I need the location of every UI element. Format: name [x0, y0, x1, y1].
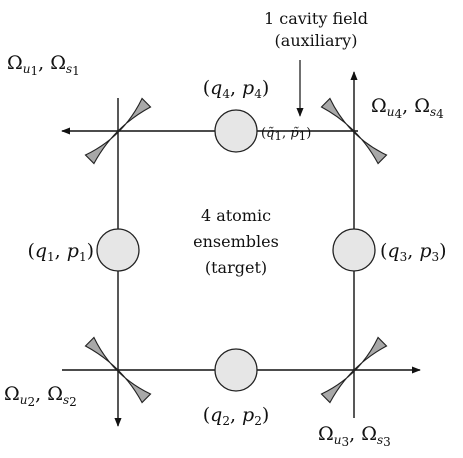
cavity-mode-label: (q̃1, p̃1)	[261, 126, 311, 143]
mirror-top-right	[320, 97, 388, 165]
center-label-line2: ensembles	[193, 232, 279, 251]
ensemble-label-right: (q3, p3)	[380, 240, 447, 264]
center-label-line1: 4 atomic	[201, 206, 271, 225]
omega-label-bottom-left: Ωu2, Ωs2	[4, 383, 77, 409]
omega-label-bottom-right: Ωu3, Ωs3	[318, 423, 391, 449]
mirror-bottom-right	[320, 336, 388, 404]
cavity-label-line1: 1 cavity field	[264, 9, 368, 28]
ensemble-label-bottom: (q2, p2)	[203, 404, 270, 428]
omega-label-top-left: Ωu1, Ωs1	[7, 52, 80, 78]
mirror-bottom-left	[84, 336, 152, 404]
ensemble-label-left: (q1, p1)	[27, 240, 94, 264]
ensemble-circle-left	[96, 228, 140, 272]
cavity-label-line2: (auxiliary)	[275, 31, 358, 50]
mirror-top-left	[84, 97, 152, 165]
ensemble-circle-bottom	[214, 348, 258, 392]
ensemble-circle-right	[332, 228, 376, 272]
center-label-line3: (target)	[205, 258, 267, 277]
ensemble-label-top: (q4, p4)	[203, 77, 270, 101]
ensemble-circle-top	[214, 109, 258, 153]
omega-label-top-right: Ωu4, Ωs4	[371, 95, 444, 121]
